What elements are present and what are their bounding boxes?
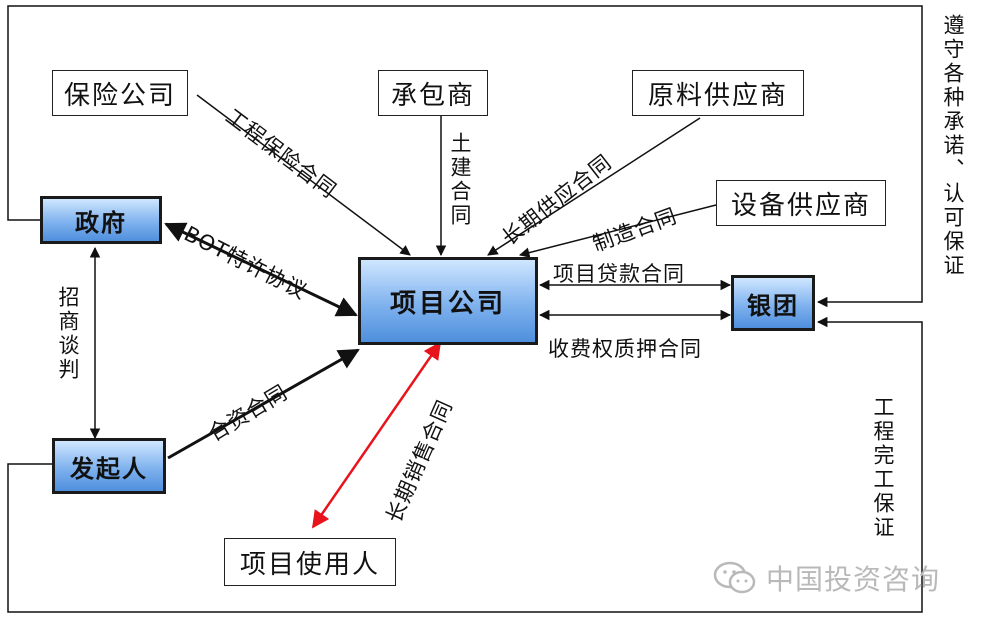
investment-negotiation-label: 招商谈判: [56, 286, 80, 382]
raw-supplier-box: 原料供应商: [632, 70, 804, 116]
completion-guarantee-label: 工程完工保证: [871, 396, 895, 540]
project-user-box: 项目使用人: [224, 538, 396, 586]
government-box: 政府: [40, 196, 162, 244]
project-company-box: 项目公司: [358, 257, 538, 345]
project-loan-label: 项目贷款合同: [553, 262, 685, 286]
frame-government-line: [7, 5, 923, 308]
commitments-guarantee-label: 遵守各种承诺、认可保证: [941, 14, 965, 278]
insurance-company-box: 保险公司: [52, 70, 188, 116]
wechat-icon: [713, 561, 756, 594]
watermark: 中国投资咨询: [712, 558, 940, 598]
sponsor-box: 发起人: [52, 438, 166, 494]
frame-sponsor-line: [7, 316, 923, 613]
equipment-supplier-box: 设备供应商: [716, 180, 886, 226]
equipment-supplier-arrow: [518, 204, 717, 258]
toll-pledge-label: 收费权质押合同: [548, 337, 702, 361]
bot-arrow: [164, 222, 358, 317]
bank-group-box: 银团: [731, 275, 815, 331]
contractor-box: 承包商: [378, 70, 488, 116]
insurance-arrow: [196, 94, 411, 256]
civil-construction-label: 土建合同: [448, 132, 472, 228]
raw-supplier-arrow: [487, 117, 701, 256]
watermark-text: 中国投资咨询: [766, 563, 941, 596]
sales-arrow: [311, 341, 442, 529]
